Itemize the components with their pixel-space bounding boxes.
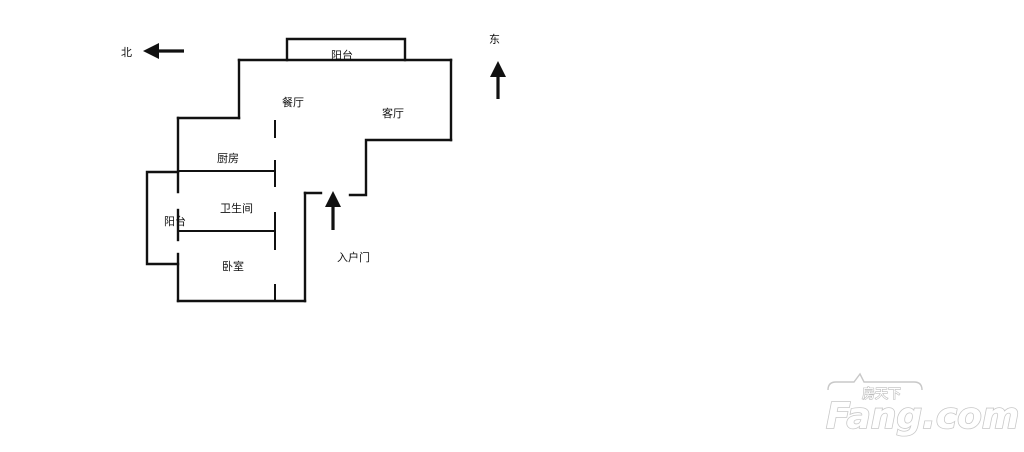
- balcony-top-wall: [285, 37, 407, 62]
- partitions: [178, 120, 276, 301]
- fang-watermark-logo: 房天下 Fang.com: [825, 372, 1020, 438]
- room-label-bedroom: 卧室: [222, 259, 244, 273]
- entrance-label: 入户门: [337, 250, 370, 264]
- entrance-arrow-icon: [325, 191, 341, 230]
- watermark-main: Fang.com: [826, 396, 1019, 437]
- room-label-living: 客厅: [382, 106, 404, 120]
- room-label-dining: 餐厅: [282, 95, 304, 109]
- room-label-balcony-top: 阳台: [331, 48, 353, 62]
- compass-east-label: 东: [489, 33, 500, 46]
- east-arrow-icon: [490, 61, 506, 99]
- room-label-balcony-side: 阳台: [164, 214, 186, 228]
- balcony-side-wall: [145, 170, 180, 266]
- room-label-bathroom: 卫生间: [220, 201, 253, 215]
- watermark-sub: 房天下: [862, 386, 901, 402]
- entrance-step-wall: [348, 138, 453, 197]
- room-label-kitchen: 厨房: [217, 152, 239, 165]
- walls: [145, 37, 453, 303]
- compass-north-label: 北: [121, 46, 132, 59]
- north-arrow-icon: [143, 43, 184, 59]
